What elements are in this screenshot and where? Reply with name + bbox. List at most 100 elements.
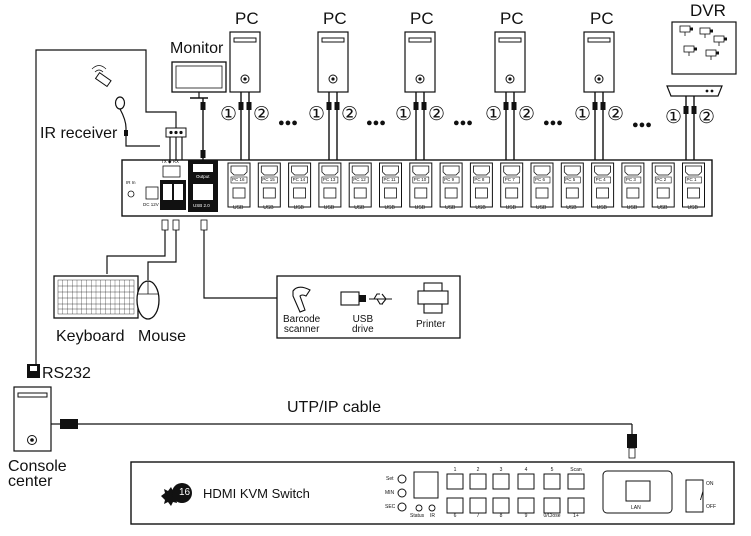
port-usb-label: USB	[293, 205, 304, 211]
front-button-bottom-3	[492, 497, 510, 514]
rs232-connector-icon	[27, 364, 40, 378]
on-label: ON	[706, 481, 714, 487]
min-label: MIN	[385, 490, 395, 496]
back-port-13	[591, 162, 615, 208]
pc-tower-5	[583, 31, 615, 93]
pc-tower-2	[317, 31, 349, 93]
kvm-switch-title: HDMI KVM Switch	[203, 486, 310, 501]
circled-number-two: ②	[698, 107, 716, 128]
ellipsis-dots: ●●●	[278, 117, 298, 129]
back-port-1	[227, 162, 251, 208]
front-button-label: 8	[499, 513, 503, 519]
front-button-bottom-6	[567, 497, 585, 514]
port-label: PC 16	[232, 177, 245, 182]
port-label: PC 8	[474, 177, 485, 182]
circled-number-two: ②	[518, 104, 536, 125]
port-label: PC 12	[353, 177, 366, 182]
front-button-top-4	[517, 473, 535, 490]
lan-label: LAN	[631, 505, 641, 511]
front-button-top-2	[469, 473, 487, 490]
front-button-label: 0/Close	[543, 513, 561, 519]
back-port-4	[318, 162, 342, 208]
usb20-label: USB 2.0	[193, 203, 210, 208]
back-port-9	[469, 162, 493, 208]
kvm-front-panel	[130, 461, 735, 525]
front-button-label: 1	[453, 467, 457, 473]
front-button-bottom-2	[469, 497, 487, 514]
back-port-12	[560, 162, 584, 208]
port-label: PC 9	[444, 177, 455, 182]
front-button-bottom-5	[543, 497, 561, 514]
port-label: PC 3	[625, 177, 636, 182]
front-button-label: 6	[453, 513, 457, 519]
ir-in-label: IR In	[126, 180, 136, 185]
usb-drive-label: USB drive	[352, 314, 374, 335]
barcode-scanner-label: Barcode scanner	[283, 314, 321, 335]
port-usb-label: USB	[536, 205, 547, 211]
dvr-icon	[666, 21, 737, 97]
console-center-tower	[13, 386, 52, 452]
back-port-11	[530, 162, 554, 208]
back-port-16	[682, 162, 705, 208]
port-usb-label: USB	[414, 205, 426, 211]
utp-cable	[51, 419, 637, 459]
tx-rx-label: TX ◆ RX	[161, 159, 179, 164]
port-usb-label: USB	[263, 205, 274, 211]
port-usb-label: USB	[566, 205, 577, 211]
circled-number-two: ②	[428, 104, 446, 125]
pc-tower-1	[229, 31, 261, 93]
circled-number-two: ②	[607, 104, 625, 125]
front-button-top-5	[543, 473, 561, 490]
front-button-bottom-4	[517, 497, 535, 514]
port-label: PC 10	[413, 177, 427, 182]
port-usb-label: USB	[687, 205, 698, 211]
keyboard-icon	[53, 275, 139, 319]
ir-receiver-label: IR receiver	[40, 125, 118, 142]
back-port-7	[409, 162, 433, 208]
output-label: Output	[196, 174, 210, 179]
back-port-3	[288, 162, 312, 208]
pc-label-1: PC	[235, 9, 259, 28]
terminal-connector	[35, 49, 187, 365]
mouse-label: Mouse	[138, 328, 187, 345]
front-button-label: 3	[499, 467, 503, 473]
off-label: OFF	[706, 504, 716, 510]
printer-label: Printer	[416, 319, 446, 330]
front-button-label: 7	[476, 513, 480, 519]
console-center-label: Console center	[8, 458, 67, 490]
front-button-label: 4	[524, 467, 528, 473]
circled-number-two: ②	[253, 104, 271, 125]
port-usb-label: USB	[354, 205, 365, 211]
circled-number-one: ①	[308, 104, 326, 125]
set-label: Set	[386, 476, 394, 482]
port-usb-label: USB	[323, 205, 335, 211]
ir-label: IR	[430, 513, 435, 519]
dc-label: DC 12V	[143, 202, 159, 207]
monitor-icon	[171, 61, 227, 99]
pc-label-3: PC	[410, 9, 434, 28]
pc-tower-3	[404, 31, 436, 93]
port-label: PC 11	[383, 177, 396, 182]
back-port-2	[257, 162, 281, 208]
port-usb-label: USB	[445, 205, 456, 211]
back-port-8	[439, 162, 463, 208]
pc-tower-4	[494, 31, 526, 93]
port-usb-label: USB	[657, 205, 668, 211]
circled-number-two: ②	[341, 104, 359, 125]
circled-number-one: ①	[665, 107, 683, 128]
port-label: PC 7	[504, 177, 515, 182]
front-button-label: 2	[476, 467, 480, 473]
mouse-icon	[136, 280, 160, 320]
front-button-label: 9	[524, 513, 528, 519]
pc-label-4: PC	[500, 9, 524, 28]
pc-label-2: PC	[323, 9, 347, 28]
pc-label-5: PC	[590, 9, 614, 28]
port-label: PC 1	[686, 177, 697, 182]
port-label: PC 5	[565, 177, 576, 182]
front-button-label: 1+	[573, 513, 579, 519]
dvr-label: DVR	[690, 1, 726, 20]
back-port-15	[651, 162, 675, 208]
port-label: PC 13	[322, 177, 336, 182]
front-button-bottom-1	[446, 497, 464, 514]
status-label: Status	[410, 513, 425, 519]
